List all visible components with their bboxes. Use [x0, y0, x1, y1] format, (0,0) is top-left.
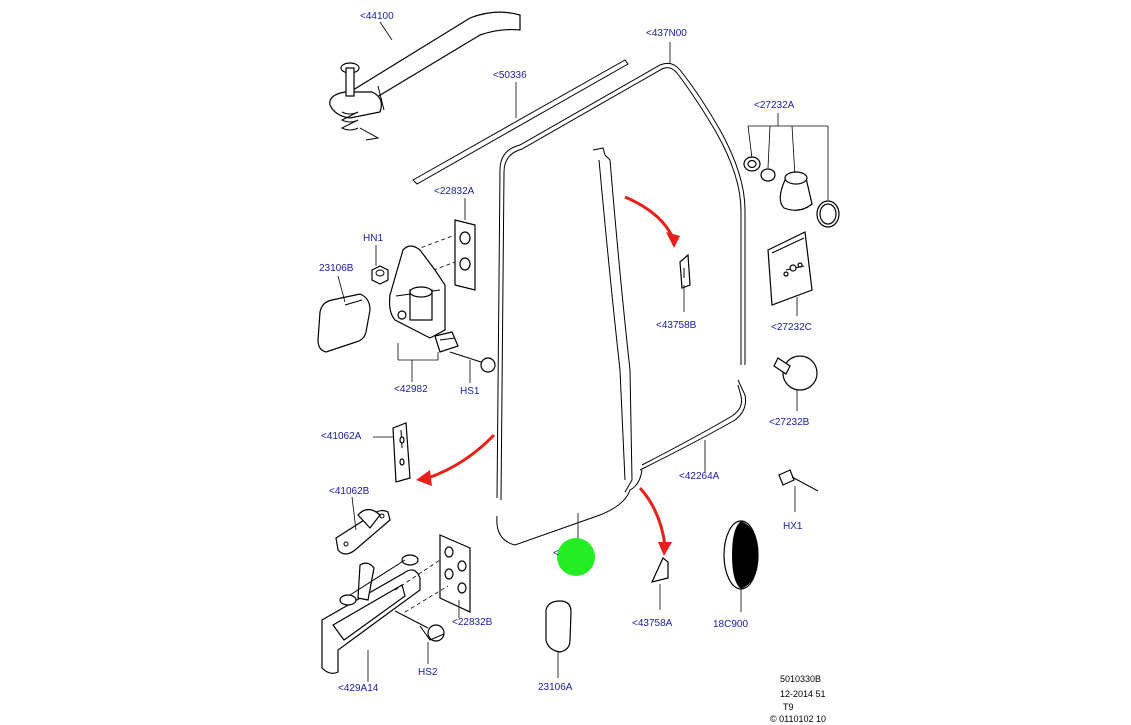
callout-22832b[interactable]: <22832B: [452, 617, 493, 628]
callout-41062a[interactable]: <41062A: [321, 431, 362, 442]
callout-hs1[interactable]: HS1: [460, 386, 480, 397]
callout-27232b[interactable]: <27232B: [769, 417, 810, 428]
footer-ref-number: 5010330B: [780, 674, 822, 684]
rivet-hx1-part[interactable]: [778, 469, 819, 492]
callout-437n00[interactable]: <437N00: [646, 28, 687, 39]
green-circle-marker[interactable]: [557, 538, 595, 576]
trim-cap-23106a-part[interactable]: [545, 600, 572, 653]
red-arrow-left: [416, 433, 496, 486]
grommet-set-27232a-part[interactable]: [743, 113, 840, 228]
footer-copyright: © 0110102 10: [770, 714, 827, 724]
callout-43758b[interactable]: <43758B: [656, 320, 697, 331]
glass-run-channel-part[interactable]: [592, 147, 633, 493]
striker-41062b-part[interactable]: [335, 508, 391, 555]
plug-27232b-part[interactable]: [773, 355, 818, 391]
callout-hx1[interactable]: HX1: [783, 521, 803, 532]
callout-43758a[interactable]: <43758A: [632, 618, 673, 629]
bolt-hs2-part[interactable]: [394, 610, 445, 642]
hinge-plate-22832a-part[interactable]: [414, 219, 476, 291]
footer-code: T9: [783, 702, 794, 712]
footer-date: 12-2014 51: [780, 689, 826, 699]
callout-42264a[interactable]: <42264A: [679, 471, 720, 482]
door-check-429a14-part[interactable]: [321, 554, 421, 674]
callout-27232c[interactable]: <27232C: [771, 322, 812, 333]
callout-44100[interactable]: <44100: [360, 11, 394, 22]
bracket-43758b-part[interactable]: [679, 253, 691, 289]
callout-42982[interactable]: <42982: [394, 384, 428, 395]
callout-hn1[interactable]: HN1: [363, 233, 384, 244]
outside-handle-part[interactable]: [329, 11, 521, 141]
callout-23106b[interactable]: 23106B: [319, 263, 354, 274]
bolt-hs1-part[interactable]: [449, 351, 496, 373]
nut-hn1-part[interactable]: [371, 265, 389, 285]
callout-41062b[interactable]: <41062B: [329, 486, 370, 497]
red-arrow-lower-right: [638, 486, 672, 556]
badge-18c900-part[interactable]: [723, 520, 759, 590]
callout-27232a[interactable]: <27232A: [754, 100, 795, 111]
door-hinge-42982-part[interactable]: [388, 245, 459, 353]
hinge-plate-22832b-part[interactable]: [394, 534, 471, 613]
callout-23106a[interactable]: 23106A: [538, 682, 573, 693]
trim-cover-23106b-part[interactable]: [317, 293, 371, 353]
pad-27232c-part[interactable]: [767, 231, 813, 306]
callout-partial[interactable]: <: [553, 548, 559, 559]
callout-18c900[interactable]: 18C900: [713, 619, 749, 630]
weatherstrip-50336-part[interactable]: [412, 59, 629, 185]
striker-41062a-part[interactable]: [392, 422, 411, 483]
red-arrow-upper-right: [624, 195, 680, 248]
door-frame-seal-part[interactable]: [496, 62, 746, 546]
bracket-43758a-part[interactable]: [650, 557, 669, 583]
callout-429a14[interactable]: <429A14: [338, 683, 379, 694]
callout-hs2[interactable]: HS2: [418, 667, 438, 678]
callout-22832a[interactable]: <22832A: [434, 186, 475, 197]
callout-50336[interactable]: <50336: [493, 70, 527, 81]
